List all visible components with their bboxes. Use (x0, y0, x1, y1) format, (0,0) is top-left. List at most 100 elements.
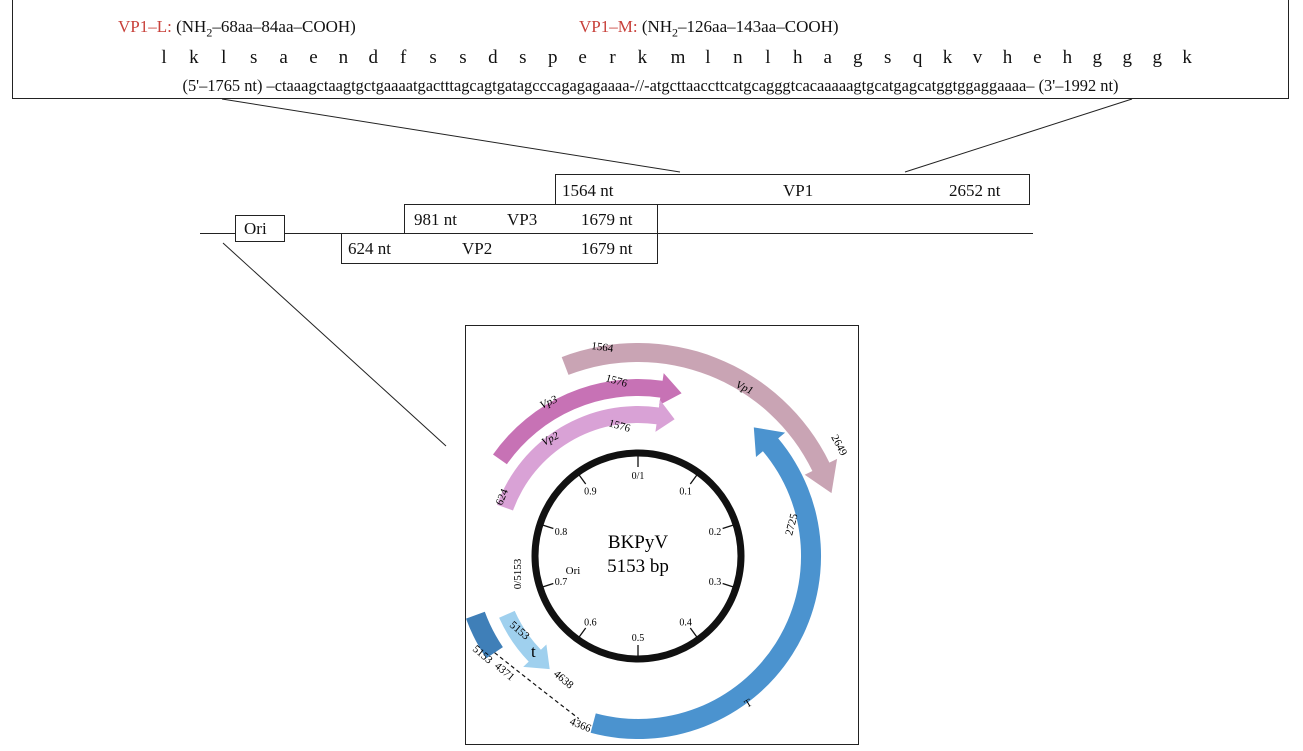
amino-acid-right: s (883, 47, 892, 68)
vp3-arrow (493, 373, 682, 465)
connector-line-right (904, 98, 1133, 173)
tick-label: 0.3 (709, 577, 722, 588)
vp1l-definition: (NH2–68aa–84aa–COOH) (176, 17, 356, 40)
vp1m-label: VP1–M: (579, 17, 638, 36)
ori-box: Ori (235, 215, 285, 242)
tick-label: 0.9 (584, 486, 597, 497)
genome-size: 5153 bp (607, 556, 669, 577)
vp1m-definition: (NH2–126aa–143aa–COOH) (641, 17, 839, 40)
amino-acid-left: f (400, 47, 407, 68)
tick-mark (689, 627, 698, 638)
tick-group: 0/10.10.20.30.40.50.60.70.80.9 (542, 456, 734, 656)
amino-acid-right: v (972, 47, 983, 68)
vp1-end-label: 2652 nt (949, 181, 1001, 200)
vp3-start-label: 981 nt (414, 210, 457, 229)
vp3-box: 981 nt VP3 1679 nt (404, 204, 658, 234)
vp1-end-num: 2649 (828, 433, 849, 458)
amino-acid-left: e (309, 47, 318, 68)
vp2-start-num: 624 (494, 487, 511, 507)
amino-acid-left: k (189, 47, 199, 68)
tick-mark (722, 582, 734, 588)
connector-line-left (221, 98, 681, 173)
vp3-end-num: 1576 (604, 372, 629, 390)
amino-acid-left: s (249, 47, 258, 68)
circular-map: 0/10.10.20.30.40.50.60.70.80.9 BKPyV 515… (466, 340, 850, 740)
tick-mark (689, 474, 698, 485)
sequence-box: VP1–L: (NH2–68aa–84aa–COOH) VP1–M: (NH2–… (12, 0, 1289, 99)
vp2-end-num: 1576 (607, 417, 632, 435)
small-t-name: t (531, 642, 536, 661)
amino-acid-left: k (637, 47, 648, 68)
tick-label: 0.6 (584, 618, 597, 629)
amino-acid-right: e (1033, 47, 1042, 68)
vp2-name-label: VP2 (462, 239, 493, 258)
vp2-end-label: 1679 nt (581, 239, 633, 258)
ori-circle-label: Ori (566, 565, 581, 577)
vp2-box: 624 nt VP2 1679 nt (341, 233, 658, 264)
amino-acid-left: d (488, 47, 498, 68)
amino-acid-left: p (547, 47, 558, 68)
tick-label: 0.2 (709, 527, 722, 538)
amino-acid-left: n (338, 47, 349, 68)
tick-mark (578, 627, 587, 638)
tick-label: 0.1 (679, 486, 692, 497)
vp1l-label: VP1–L: (118, 17, 172, 36)
vp2-arrow (497, 399, 675, 511)
small-t-end-num: 4638 (551, 668, 576, 692)
amino-acid-left: l (221, 47, 227, 68)
amino-acid-right: g (1152, 47, 1162, 68)
amino-acid-left: l (161, 47, 167, 68)
large-t-start2-num: 4366 (568, 716, 593, 736)
amino-acid-right: m (670, 47, 686, 68)
vp1-start-num: 1564 (591, 340, 615, 355)
connector-line-ori (222, 242, 447, 447)
small-t-arrow (499, 610, 550, 670)
amino-acid-right: h (1062, 47, 1073, 68)
large-t-end-num: 2725 (783, 512, 800, 537)
amino-acid-right: g (1092, 47, 1103, 68)
amino-acid-right: l (765, 47, 771, 68)
tick-mark (578, 474, 587, 485)
amino-acid-right: k (1182, 47, 1192, 68)
vp3-name-label: VP3 (507, 210, 538, 229)
genome-circle (531, 449, 745, 663)
tick-mark (722, 524, 734, 530)
amino-acid-left: r (609, 47, 616, 68)
amino-acid-right: g (852, 47, 863, 68)
ori-label: Ori (244, 219, 267, 238)
tick-mark (542, 524, 554, 530)
origin-label: 0/5153 (512, 558, 524, 589)
large-t-exon1-arrow (466, 611, 503, 659)
amino-acid-left: a (279, 47, 288, 68)
vp1-start-label: 1564 nt (562, 181, 614, 200)
tick-label: 0.8 (555, 527, 568, 538)
large-t-arrow (590, 427, 822, 740)
amino-acid-right: g (1122, 47, 1133, 68)
amino-acid-left: s (429, 47, 437, 68)
amino-acid-right: q (912, 47, 923, 68)
tick-label: 0.4 (679, 618, 692, 629)
tick-label: 0.7 (555, 577, 568, 588)
amino-acid-right: h (793, 47, 803, 68)
vp2-start-label: 624 nt (348, 239, 391, 258)
amino-acid-left: d (368, 47, 379, 68)
amino-acid-right: n (733, 47, 743, 68)
amino-acid-left: s (459, 47, 467, 68)
genome-name: BKPyV (608, 532, 668, 553)
vp1-arrow (561, 342, 838, 494)
amino-acid-left: e (578, 47, 587, 68)
amino-acid-right: a (823, 47, 832, 68)
amino-acid-left: s (519, 47, 527, 68)
vp1m-header: VP1–M: (NH2–126aa–143aa–COOH) (579, 17, 839, 40)
dna-sequence: (5'–1765 nt) –ctaaagctaagtgctgaaaatgactt… (182, 76, 1119, 95)
amino-acid-right: l (705, 47, 711, 68)
amino-acid-right: k (942, 47, 953, 68)
tick-label: 0.5 (632, 633, 645, 644)
amino-acid-right: h (1002, 47, 1013, 68)
vp1l-header: VP1–L: (NH2–68aa–84aa–COOH) (118, 17, 356, 40)
vp1-name-label: VP1 (783, 181, 814, 200)
tick-mark (542, 582, 554, 588)
